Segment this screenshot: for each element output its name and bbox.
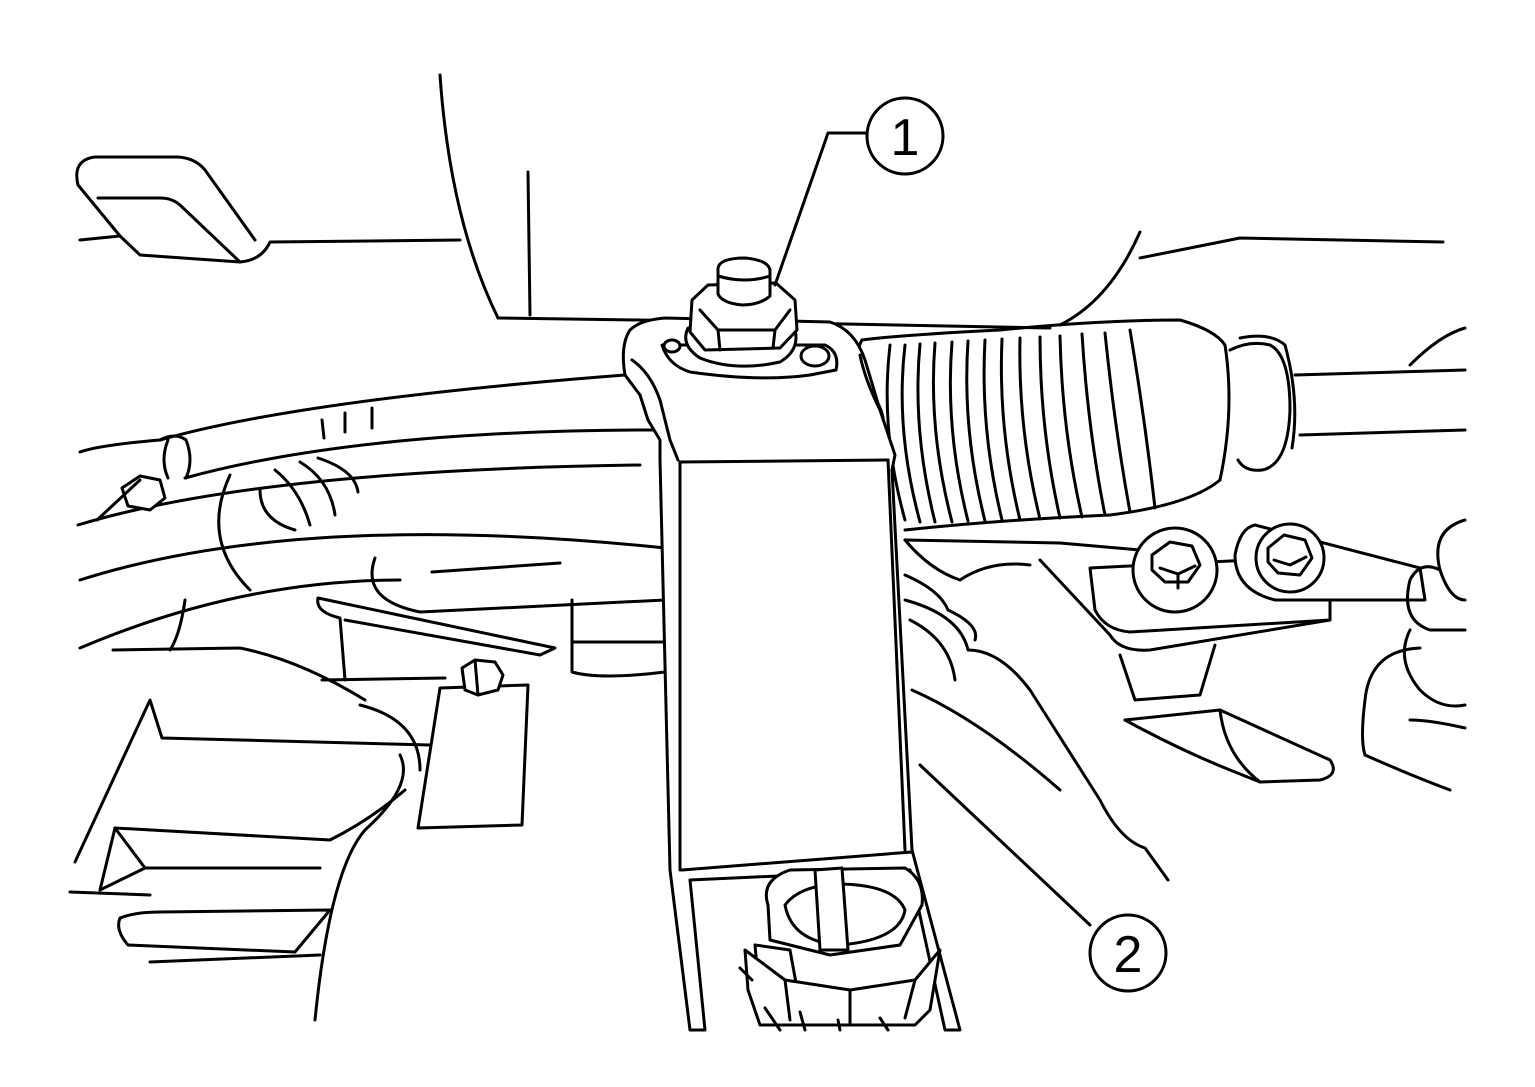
callout-1-circle (865, 96, 945, 176)
bracket-part-2 (621, 316, 962, 1032)
callout-1-label: 1 (891, 109, 920, 167)
callout-2-leader (918, 763, 1092, 927)
callout-2-circle (1088, 913, 1168, 993)
callout-2: 2 (918, 763, 1168, 993)
castle-nut (738, 866, 942, 1032)
left-hoses (76, 373, 667, 702)
callout-1: 1 (773, 96, 945, 287)
callout-2-label: 2 (1114, 926, 1143, 984)
callout-1-leader (773, 131, 868, 287)
top-nut-part-1 (684, 256, 799, 368)
lower-right-arm (903, 573, 1170, 882)
steering-rack-boot (856, 318, 1467, 532)
lower-left-structure (68, 658, 530, 1022)
right-bracket-hardware (903, 518, 1467, 792)
